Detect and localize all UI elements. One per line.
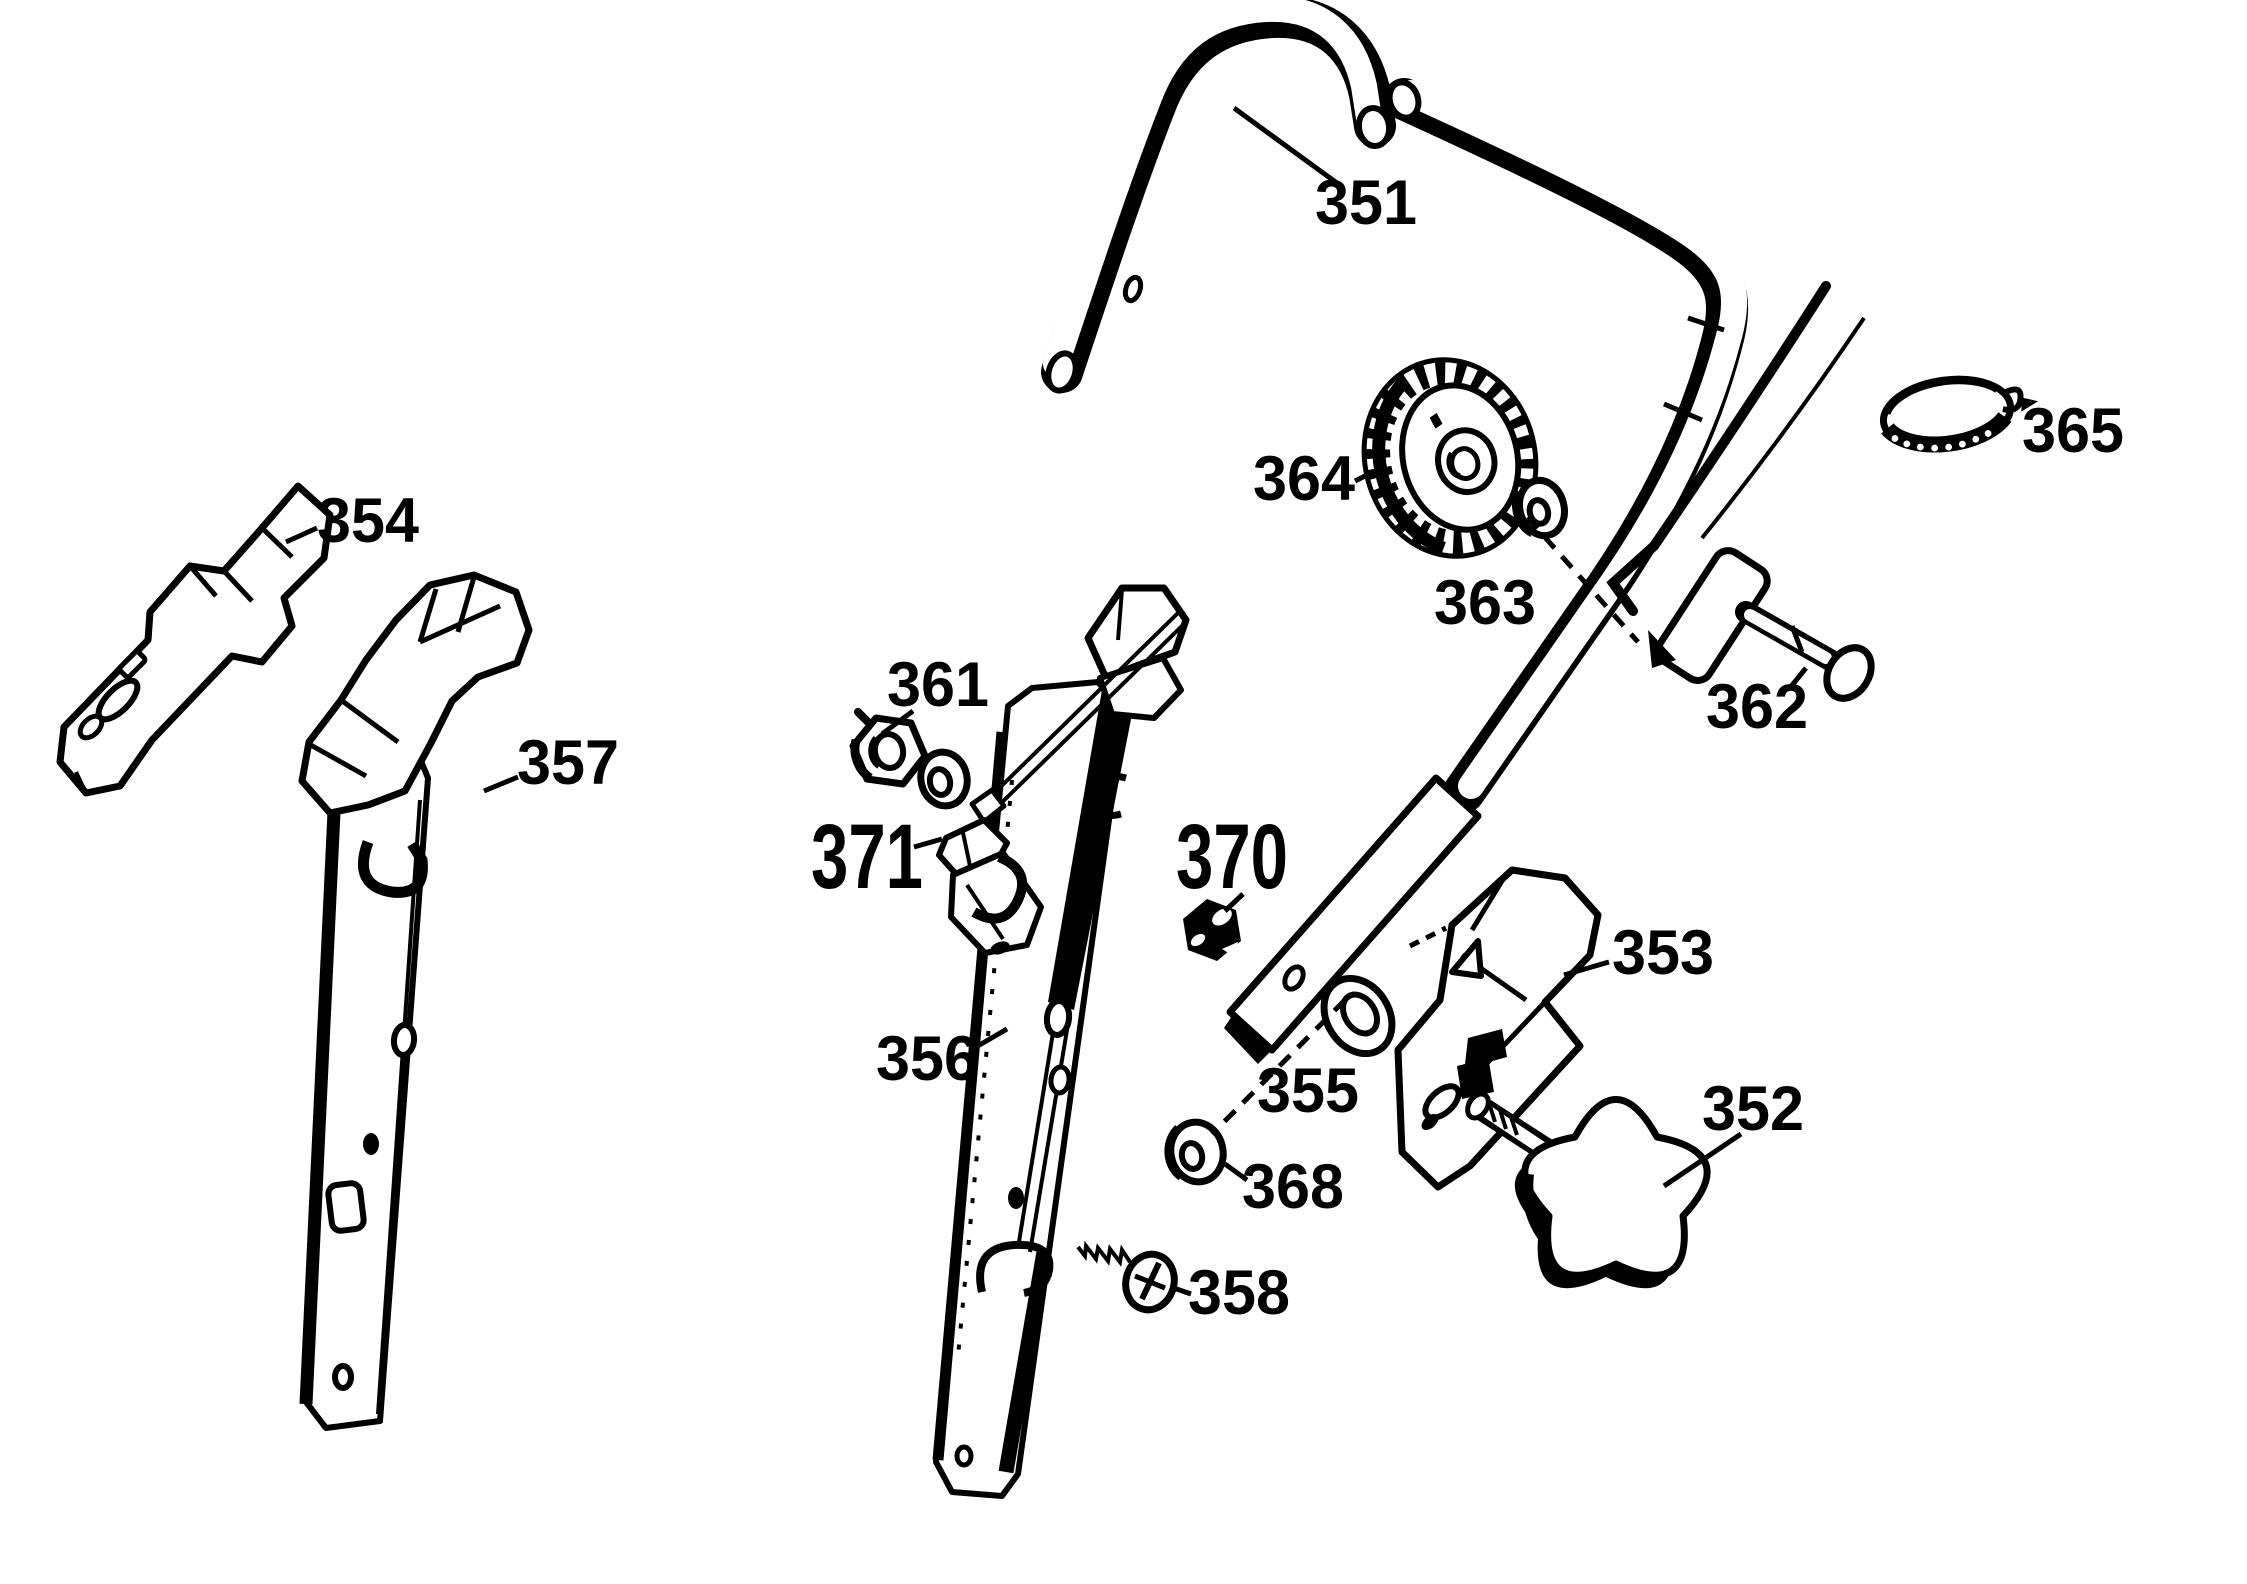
part-351-upper-handle-tube xyxy=(1041,0,1396,394)
leader-line-354 xyxy=(284,525,319,545)
part-364-adjuster-gear xyxy=(1361,357,1539,559)
part-label-353: 353 xyxy=(1612,918,1714,988)
part-label-368: 368 xyxy=(1242,1152,1344,1222)
leader-line-353 xyxy=(1563,959,1610,978)
part-label-363: 363 xyxy=(1434,568,1536,638)
part-label-358: 358 xyxy=(1188,1258,1290,1328)
part-356-handle-bracket xyxy=(932,584,1190,1499)
part-label-352: 352 xyxy=(1702,1074,1804,1144)
leader-line-363 xyxy=(1508,496,1640,644)
leader-line-355 xyxy=(1210,998,1347,1136)
part-353-clamp-bracket xyxy=(1394,866,1602,1191)
part-371-clamp-bolt xyxy=(936,817,1044,956)
part-358-screw xyxy=(1076,1240,1178,1314)
part-352-star-knob xyxy=(1465,1091,1711,1289)
part-368-washer xyxy=(1164,1118,1227,1186)
part-label-361: 361 xyxy=(887,650,989,720)
part-label-355: 355 xyxy=(1257,1056,1359,1126)
part-361-nut-washer xyxy=(849,708,971,810)
part-labels: 351 352 353 354 355 356 357 358 361 362 363 364 365 3… xyxy=(284,105,2124,1328)
part-362-hex-bolt xyxy=(1735,601,1875,702)
part-label-371: 371 xyxy=(811,806,923,908)
leader-line-352 xyxy=(1662,1131,1743,1189)
part-355-grommet xyxy=(1320,974,1396,1058)
part-370-nut xyxy=(1183,899,1241,961)
part-label-357: 357 xyxy=(517,728,619,798)
part-label-354: 354 xyxy=(317,486,419,556)
leader-line-371 xyxy=(913,836,943,850)
part-label-356: 356 xyxy=(876,1024,978,1094)
leader-line-362 xyxy=(1787,666,1808,691)
part-354-latch-handle xyxy=(56,482,334,797)
leader-line-357 xyxy=(483,774,519,794)
part-lower-handle-tube xyxy=(1224,78,1771,1064)
leader-line-361 xyxy=(880,708,915,737)
part-357-handle-bracket xyxy=(298,571,533,1431)
leader-line-356 xyxy=(974,1026,1009,1050)
part-label-364: 364 xyxy=(1253,444,1355,514)
part-label-362: 362 xyxy=(1706,672,1808,742)
leader-line-370 xyxy=(1223,892,1245,913)
part-label-370: 370 xyxy=(1176,806,1288,908)
leader-line-351 xyxy=(1232,105,1343,189)
leader-line-358 xyxy=(1170,1284,1192,1297)
leader-line-368 xyxy=(1223,1161,1249,1183)
part-control-rod xyxy=(1606,281,1866,616)
part-label-351: 351 xyxy=(1315,168,1417,238)
leader-line-364 xyxy=(1353,470,1373,484)
part-365-hose-clamp xyxy=(1879,375,2039,453)
part-label-365: 365 xyxy=(2022,396,2124,466)
